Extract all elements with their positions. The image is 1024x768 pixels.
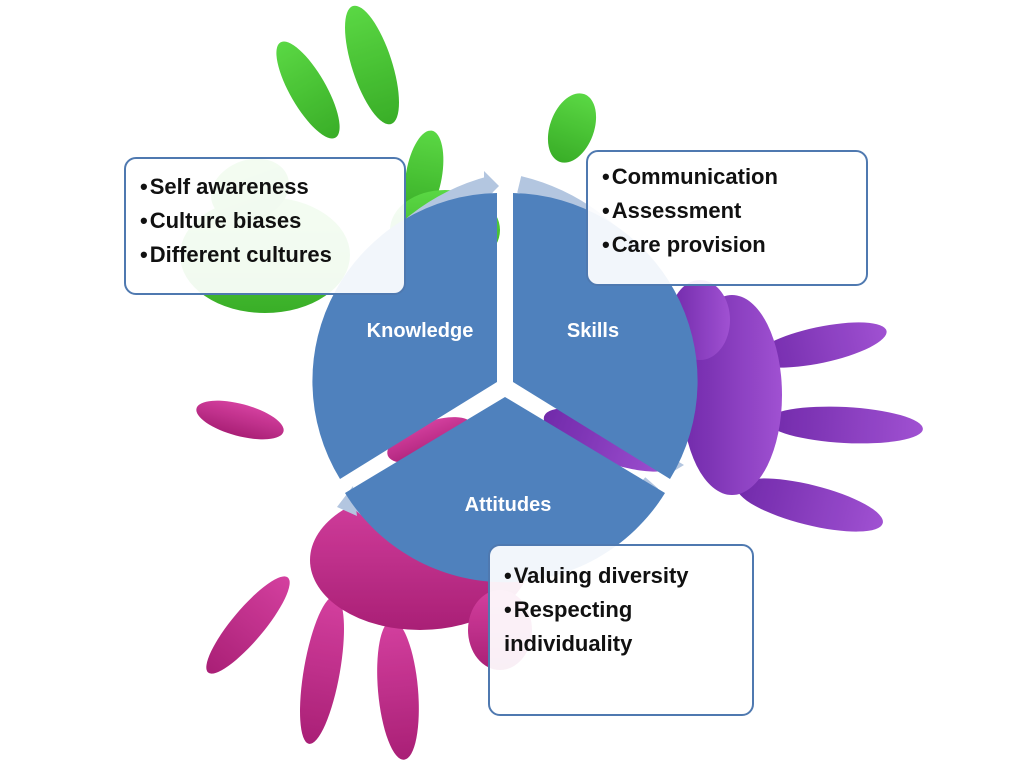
list-item: •Self awareness (140, 174, 309, 199)
list-item-text: Self awareness (149, 174, 309, 199)
list-item-text: Care provision (611, 232, 766, 257)
segment-label-attitudes: Attitudes (465, 494, 552, 516)
list-item-text: Assessment (611, 198, 742, 223)
attitudes-callout-box: •Valuing diversity •Respecting individua… (488, 544, 754, 716)
list-item: •Respecting individuality (504, 597, 633, 656)
list-item: •Communication (602, 164, 778, 189)
list-item: •Valuing diversity (504, 563, 689, 588)
segment-label-skills: Skills (567, 320, 619, 342)
list-item: •Assessment (602, 198, 742, 223)
list-item-text: Culture biases (149, 208, 302, 233)
list-item: •Care provision (602, 232, 766, 257)
list-item-text: Communication (611, 164, 778, 189)
list-item-text: Valuing diversity (513, 563, 689, 588)
segment-attitudes (345, 397, 665, 583)
segment-label-knowledge: Knowledge (367, 320, 474, 342)
list-item-text: Different cultures (149, 242, 332, 267)
list-item-text: Respecting individuality (504, 597, 633, 656)
knowledge-callout-box: •Self awareness •Culture biases •Differe… (124, 157, 406, 295)
list-item: •Different cultures (140, 242, 332, 267)
skills-callout-box: •Communication •Assessment •Care provisi… (586, 150, 868, 286)
list-item: •Culture biases (140, 208, 302, 233)
cycle-segments (312, 193, 698, 583)
